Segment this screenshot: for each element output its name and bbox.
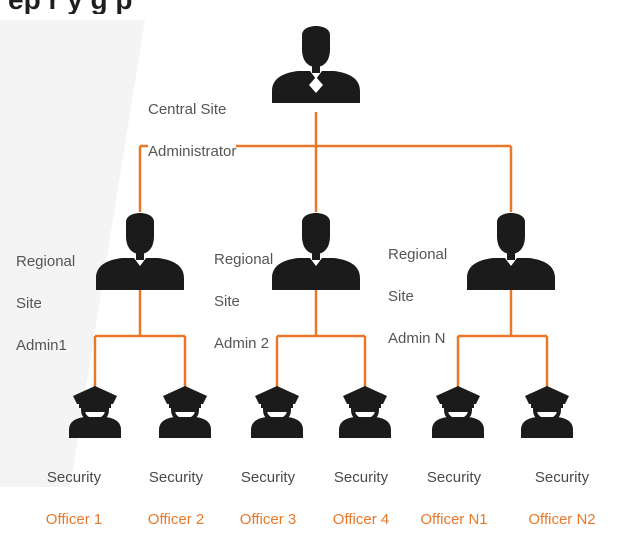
security-officer-icon: [249, 384, 305, 440]
officer-5-line2: Officer N1: [420, 511, 488, 528]
officer-6-line1: Security: [534, 469, 590, 486]
security-officer-icon: [430, 384, 486, 440]
officer-5-line1: Security: [426, 469, 482, 486]
person-figure-icon: [467, 213, 555, 290]
officer-6-line2: Officer N2: [528, 511, 596, 528]
officer-3-line2: Officer 3: [239, 511, 297, 528]
security-officer-icon: [519, 384, 575, 440]
person-figure-icon: [96, 213, 184, 290]
central-line2: Administrator: [148, 141, 237, 162]
officer-3-label: Security Officer 3: [228, 446, 308, 551]
officer-1-line1: Security: [46, 469, 102, 486]
officer-2-line2: Officer 2: [147, 511, 205, 528]
central-admin-label: Central Site Administrator: [148, 78, 237, 162]
background-band: [0, 20, 145, 487]
regional-2-line2: Site: [214, 293, 240, 310]
officer-4-line2: Officer 4: [332, 511, 390, 528]
officer-4-line1: Security: [333, 469, 389, 486]
regional-admin-3-label: Regional Site Admin N: [388, 223, 447, 370]
regional-3-line2: Site: [388, 288, 414, 305]
officer-6-label: Security Officer N2: [522, 446, 602, 551]
regional-3-line3: Admin N: [388, 330, 446, 347]
regional-admin-2-label: Regional Site Admin 2: [214, 228, 273, 375]
regional-1-line2: Site: [16, 295, 42, 312]
regional-2-line1: Regional: [214, 251, 274, 268]
regional-2-line3: Admin 2: [214, 335, 270, 352]
officer-5-label: Security Officer N1: [414, 446, 494, 551]
regional-admin-1-label: Regional Site Admin1: [16, 230, 75, 377]
officer-4-label: Security Officer 4: [321, 446, 401, 551]
officer-1-line2: Officer 1: [45, 511, 103, 528]
officer-3-line1: Security: [240, 469, 296, 486]
officer-1-label: Security Officer 1: [34, 446, 114, 551]
admin-figure-icon: [272, 26, 360, 103]
person-figure-icon: [272, 213, 360, 290]
regional-1-line3: Admin1: [16, 337, 67, 354]
regional-3-line1: Regional: [388, 246, 448, 263]
security-officer-icon: [67, 384, 123, 440]
org-chart: [67, 26, 575, 440]
central-line1: Central Site: [148, 101, 227, 118]
security-officer-icon: [337, 384, 393, 440]
page-title: ep r y g p: [0, 0, 625, 14]
officer-2-line1: Security: [148, 469, 204, 486]
security-officer-icon: [157, 384, 213, 440]
regional-1-line1: Regional: [16, 253, 76, 270]
officer-2-label: Security Officer 2: [136, 446, 216, 551]
